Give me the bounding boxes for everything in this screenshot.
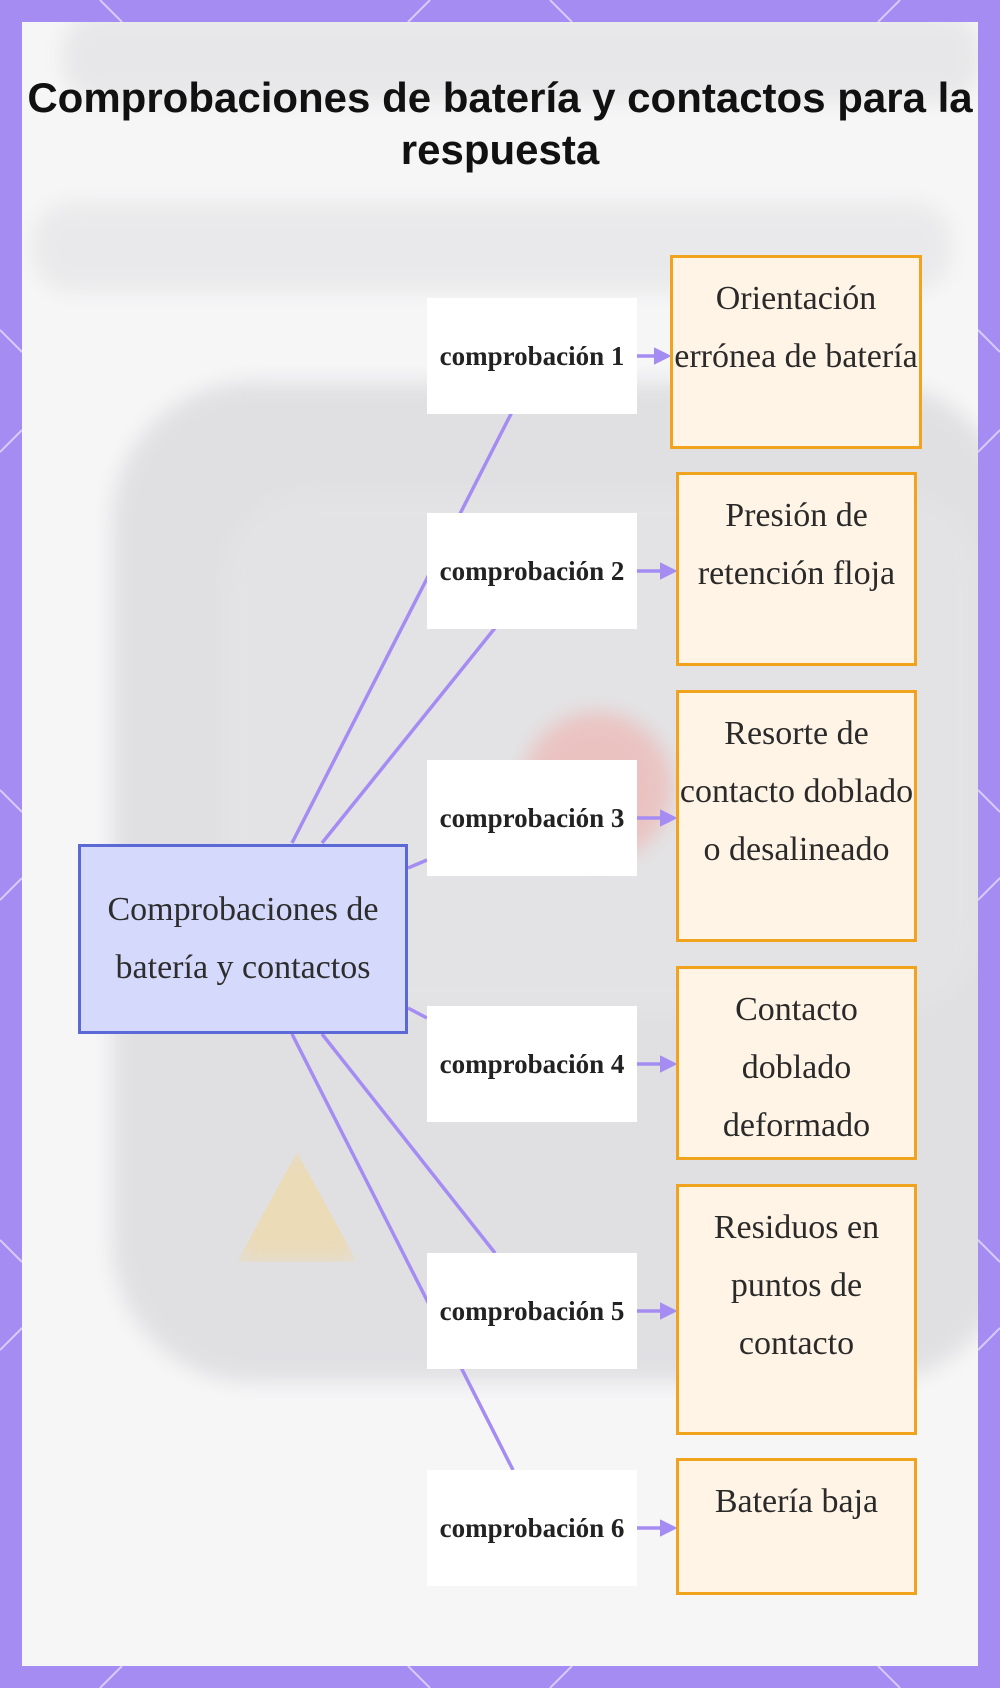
edge-label-text: comprobación 5 bbox=[439, 1296, 625, 1326]
connector-root-4 bbox=[407, 1006, 428, 1020]
root-node: Comprobaciones de batería y contactos bbox=[78, 844, 408, 1034]
connector-root-2 bbox=[320, 626, 497, 845]
connector-root-1 bbox=[290, 409, 515, 844]
edge-label-2: comprobación 2 bbox=[427, 513, 637, 629]
edge-label-text: comprobación 4 bbox=[439, 1049, 625, 1079]
leaf-node-label: Residuos en puntos de contacto bbox=[713, 1209, 880, 1362]
leaf-node-label: Resorte de contacto doblado o desalinead… bbox=[679, 715, 914, 868]
root-node-label: Comprobaciones de batería y contactos bbox=[107, 891, 379, 986]
background-blur-text bbox=[62, 22, 978, 102]
leaf-node-1: Orientación errónea de batería bbox=[670, 255, 922, 449]
leaf-node-4: Contacto doblado deformado bbox=[676, 966, 917, 1160]
leaf-node-label: Contacto doblado deformado bbox=[722, 991, 871, 1144]
leaf-node-3: Resorte de contacto doblado o desalinead… bbox=[676, 690, 917, 942]
leaf-node-label: Orientación errónea de batería bbox=[674, 280, 918, 375]
leaf-node-label: Presión de retención floja bbox=[697, 497, 896, 592]
connector-root-6 bbox=[290, 1033, 515, 1471]
edge-label-text: comprobación 1 bbox=[439, 341, 625, 371]
leaf-node-6: Batería baja bbox=[676, 1458, 917, 1595]
leaf-node-label: Batería baja bbox=[714, 1483, 879, 1520]
connector-root-3 bbox=[407, 858, 428, 870]
edge-label-text: comprobación 2 bbox=[439, 556, 625, 586]
connector-root-5 bbox=[320, 1032, 497, 1255]
edge-label-1: comprobación 1 bbox=[427, 298, 637, 414]
edge-label-6: comprobación 6 bbox=[427, 1470, 637, 1586]
leaf-node-5: Residuos en puntos de contacto bbox=[676, 1184, 917, 1435]
edge-label-5: comprobación 5 bbox=[427, 1253, 637, 1369]
edge-label-3: comprobación 3 bbox=[427, 760, 637, 876]
edge-label-text: comprobación 3 bbox=[439, 803, 625, 833]
edge-label-text: comprobación 6 bbox=[439, 1513, 625, 1543]
leaf-node-2: Presión de retención floja bbox=[676, 472, 917, 666]
diagram-title: Comprobaciones de batería y contactos pa… bbox=[27, 74, 973, 173]
edge-label-4: comprobación 4 bbox=[427, 1006, 637, 1122]
